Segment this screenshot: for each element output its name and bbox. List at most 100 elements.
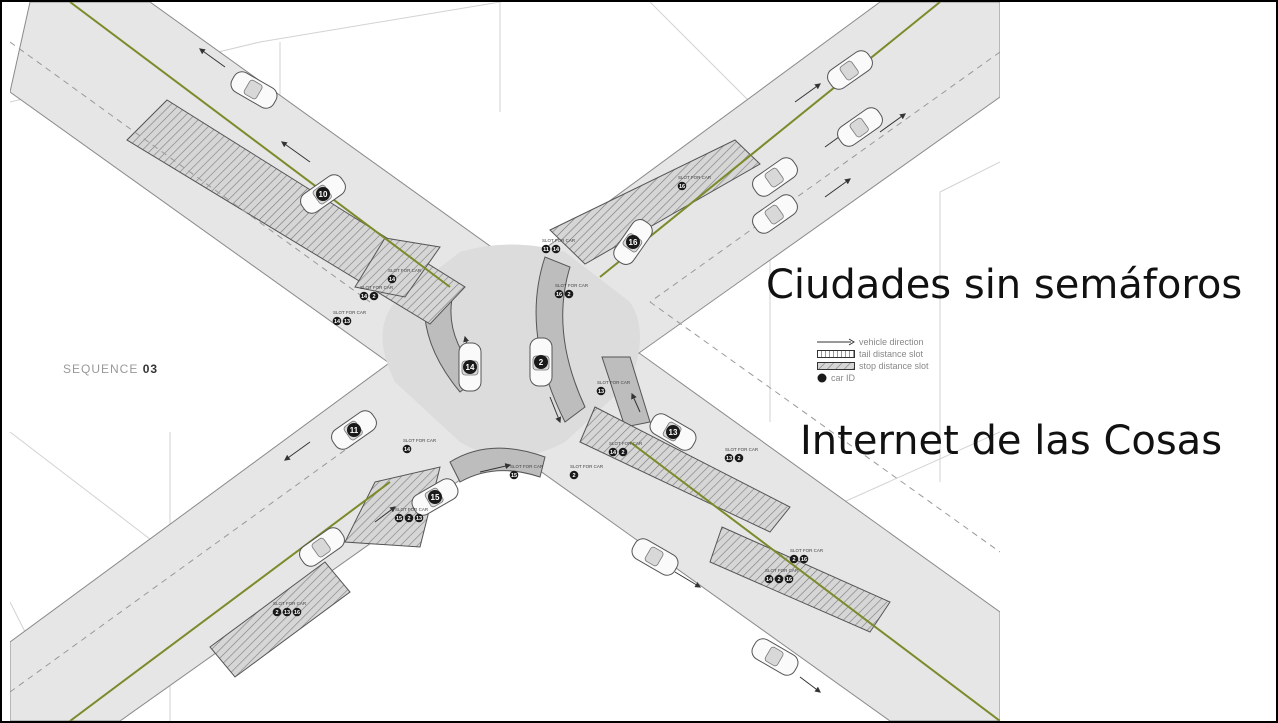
car-roof (644, 546, 664, 567)
turn-arc-east (601, 356, 651, 428)
slot-label-text: SLOT FOR CAR (542, 238, 576, 243)
car (827, 50, 873, 90)
slot-id-circle (724, 453, 734, 463)
car-id-text: 13 (669, 428, 678, 437)
slot-id-circle (734, 453, 744, 463)
car-id-text: 15 (431, 493, 440, 502)
slot-id-circle (677, 181, 687, 191)
slot-id-circle (282, 607, 292, 617)
car (837, 107, 883, 147)
legend-tail: tail distance slot (817, 348, 929, 360)
slot-id-circle (764, 574, 774, 584)
slot-id-circle (596, 386, 606, 396)
slot-zone (209, 561, 351, 678)
car: 16 (613, 219, 653, 265)
car-id-circle (347, 423, 361, 437)
slot-zone (354, 237, 441, 298)
car-id-badge: 10 (316, 187, 330, 201)
green-lane-line (629, 441, 1000, 721)
car-id-circle (463, 360, 477, 374)
car: 15 (411, 478, 459, 516)
car-id-badge: 2 (534, 355, 548, 369)
car (752, 157, 798, 197)
stop-slot-swatch (817, 362, 855, 370)
car (230, 71, 278, 109)
sequence-number: 03 (142, 362, 159, 376)
slot-id-circle (799, 554, 809, 564)
car-id-circle (626, 235, 640, 249)
slot-id-text: 2 (407, 516, 410, 522)
lane-dash (10, 41, 371, 303)
sequence-label: SEQUENCE 03 (63, 362, 158, 376)
car-id-badge: 16 (626, 235, 640, 249)
legend-direction-label: vehicle direction (859, 337, 924, 347)
car-id-badge: 15 (428, 490, 442, 504)
slot-id-circle (332, 316, 342, 326)
slot-label-text: SLOT FOR CAR (555, 283, 589, 288)
car-id-badge: 11 (347, 423, 361, 437)
slot-id-text: 14 (389, 277, 396, 283)
car: 2 (529, 337, 553, 387)
slot-label-text: SLOT FOR CAR (403, 438, 437, 443)
slot-id-text: 2 (275, 610, 278, 616)
car-id-circle (428, 490, 442, 504)
slot-id-text: 16 (679, 184, 685, 190)
slot-id-text: 2 (621, 450, 624, 456)
car-id-text: 2 (539, 358, 544, 367)
legend-stop: stop distance slot (817, 360, 929, 372)
slot-label-text: SLOT FOR CAR (765, 568, 799, 573)
car-roof (764, 167, 784, 188)
slot-id-circle (784, 574, 794, 584)
slot-label-text: SLOT FOR CAR (395, 507, 429, 512)
slot-label-text: SLOT FOR CAR (333, 310, 367, 315)
slot-id-circle (774, 574, 784, 584)
slot-id-circle (569, 470, 579, 480)
car-roof (839, 60, 859, 81)
slot-label-text: SLOT FOR CAR (273, 601, 307, 606)
slide-title-line2: Internet de las Cosas (800, 418, 1223, 464)
legend-id: car ID (817, 372, 929, 384)
legend: vehicle direction tail distance slot sto… (817, 336, 929, 384)
car-id-badge: 13 (666, 425, 680, 439)
slot-label: SLOT FOR CAR 14 (402, 438, 437, 454)
turn-arc-south (449, 447, 546, 483)
car-roof (243, 79, 263, 100)
legend-direction: vehicle direction (817, 336, 929, 348)
car-roof (311, 537, 331, 558)
green-lane-line (69, 481, 391, 721)
lane-dash (649, 301, 1000, 553)
slot-id-text: 14 (404, 447, 411, 453)
car-id-circle (666, 425, 680, 439)
slot-zones (126, 99, 891, 678)
cars: 10 16 14 2 11 13 15 (230, 50, 883, 676)
car-id-text: 10 (319, 190, 328, 199)
direction-arrow (794, 83, 821, 103)
legend-stop-label: stop distance slot (859, 361, 929, 371)
car-roof (764, 204, 784, 225)
car: 13 (649, 413, 697, 451)
slot-id-circle (272, 607, 282, 617)
slot-id-circle (342, 316, 352, 326)
slot-id-text: 13 (726, 456, 732, 462)
green-lane-line (69, 2, 451, 288)
direction-arrow (549, 396, 562, 424)
car (751, 638, 799, 676)
car-id-text: 14 (466, 363, 475, 372)
legend-tail-label: tail distance slot (859, 349, 924, 359)
slot-id-text: 16 (801, 557, 807, 563)
direction-arrow (631, 392, 641, 413)
car (299, 527, 345, 567)
direction-arrow (799, 676, 821, 693)
slot-zone (579, 406, 791, 533)
